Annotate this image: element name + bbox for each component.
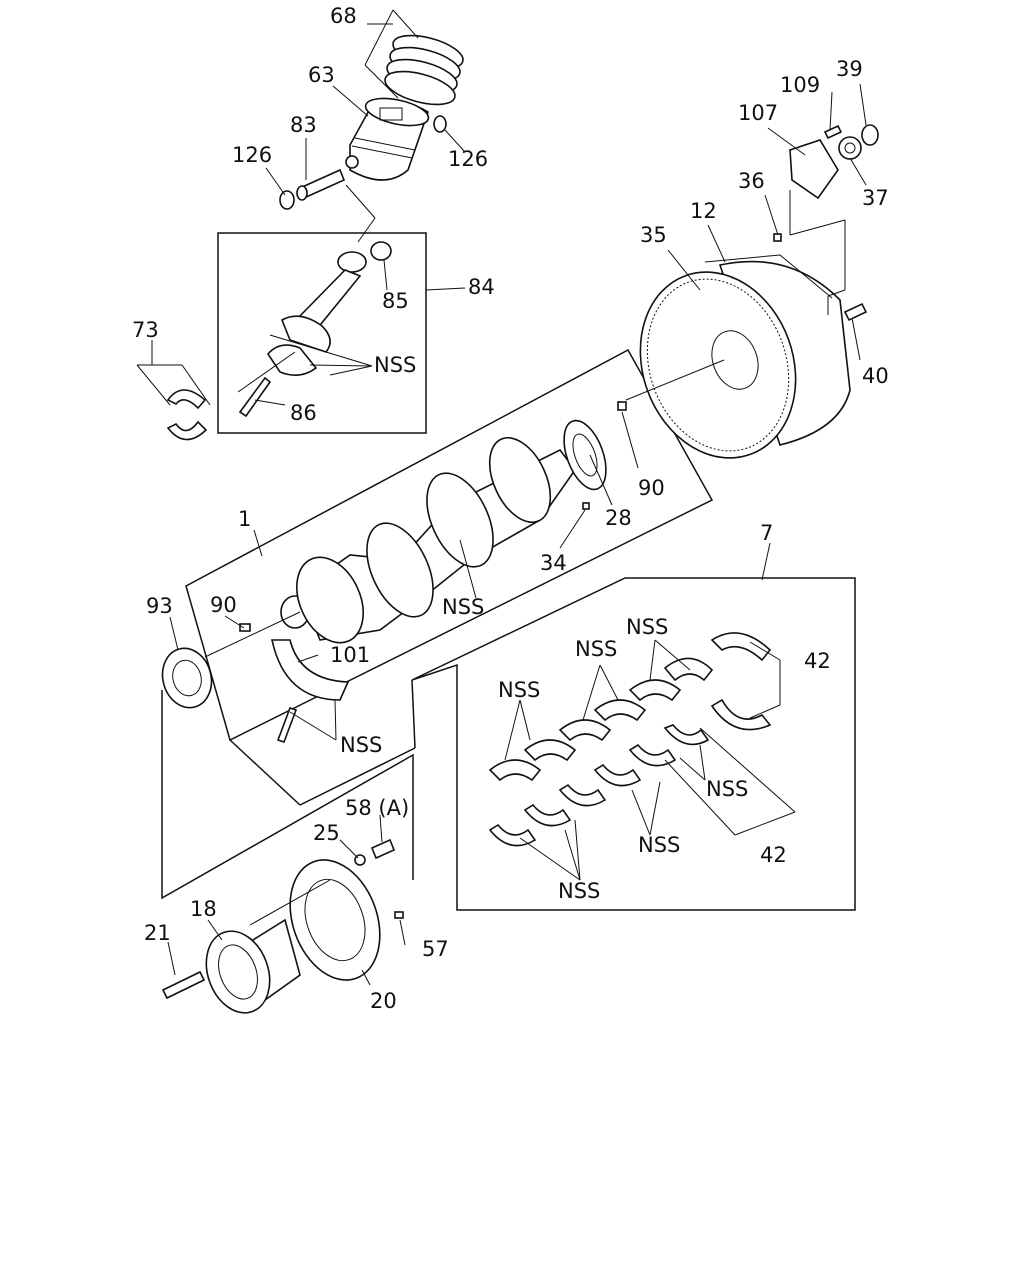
pin-90-front	[239, 623, 251, 632]
bolt-40	[843, 302, 868, 322]
label-83: 83	[290, 113, 317, 137]
leader-lines	[136, 9, 867, 986]
label-93: 93	[146, 594, 173, 618]
label-39: 39	[836, 57, 863, 81]
label-nss-conrod: NSS	[374, 353, 416, 377]
label-42-upper: 42	[804, 649, 831, 673]
label-nss-bearing-3: NSS	[498, 678, 540, 702]
lower-thrust-bearing	[271, 639, 350, 701]
connecting-rod	[266, 251, 367, 376]
label-109: 109	[780, 73, 820, 97]
label-57: 57	[422, 937, 449, 961]
crankshaft	[280, 436, 576, 644]
label-nss-bearing-5: NSS	[638, 833, 680, 857]
front-oil-seal	[161, 647, 213, 709]
label-nss-crank: NSS	[442, 595, 484, 619]
label-35: 35	[640, 223, 667, 247]
conrod-bushing	[370, 241, 392, 261]
pilot-bearing-plate	[789, 136, 862, 200]
label-18: 18	[190, 897, 217, 921]
label-42-lower: 42	[760, 843, 787, 867]
label-84: 84	[468, 275, 495, 299]
label-nss-bearing-4: NSS	[706, 777, 748, 801]
bearing-box	[411, 577, 856, 911]
pin-57	[394, 911, 404, 919]
pin-90	[617, 401, 627, 411]
pin-34	[582, 502, 590, 510]
piston-pin-clip-right	[433, 115, 447, 133]
piston-rings	[384, 34, 464, 106]
bolt-58	[370, 838, 396, 860]
piston	[345, 97, 430, 181]
bolt-109	[823, 124, 843, 140]
label-20: 20	[370, 989, 397, 1013]
label-nss-bearing-1: NSS	[626, 615, 668, 639]
pulley-hub	[205, 918, 301, 1014]
bolt-nss-lower	[276, 706, 298, 744]
conrod-bolt	[238, 376, 272, 418]
label-90-front: 90	[210, 593, 237, 617]
label-85: 85	[382, 289, 409, 313]
label-25: 25	[313, 821, 340, 845]
damper-outline	[161, 690, 414, 900]
conrod-box	[217, 232, 427, 434]
label-126-right: 126	[448, 147, 488, 171]
label-nss-bearing-2: NSS	[575, 637, 617, 661]
main-bearing-lowers	[488, 724, 710, 847]
label-36: 36	[738, 169, 765, 193]
thrust-washers-42	[710, 632, 772, 731]
crank-bolt-21	[161, 970, 206, 1000]
crankshaft-assembly-outline	[185, 348, 714, 806]
piston-pin-clip-left	[279, 190, 295, 210]
label-86: 86	[290, 401, 317, 425]
timing-gear	[563, 419, 607, 491]
label-nss-bearing-6: NSS	[558, 879, 600, 903]
piston-pin	[296, 168, 346, 201]
label-107: 107	[738, 101, 778, 125]
label-12: 12	[690, 199, 717, 223]
label-21: 21	[144, 921, 171, 945]
label-101: 101	[330, 643, 370, 667]
label-58a: 58 (A)	[345, 796, 409, 820]
label-126-left: 126	[232, 143, 272, 167]
label-34: 34	[540, 551, 567, 575]
label-63: 63	[308, 63, 335, 87]
label-73: 73	[132, 318, 159, 342]
label-1: 1	[238, 507, 251, 531]
flywheel	[639, 271, 797, 459]
label-68: 68	[330, 4, 357, 28]
label-40: 40	[862, 364, 889, 388]
callout-labels: 68 63 83 126 126 109 39 107 36 37 12 35 …	[132, 4, 889, 1013]
label-37: 37	[862, 186, 889, 210]
conrod-bearing	[166, 389, 208, 441]
label-nss-thrust: NSS	[340, 733, 382, 757]
snap-ring-39	[861, 124, 879, 146]
label-7: 7	[760, 521, 773, 545]
label-90-rear: 90	[638, 476, 665, 500]
label-28: 28	[605, 506, 632, 530]
main-bearing-uppers	[488, 657, 714, 782]
